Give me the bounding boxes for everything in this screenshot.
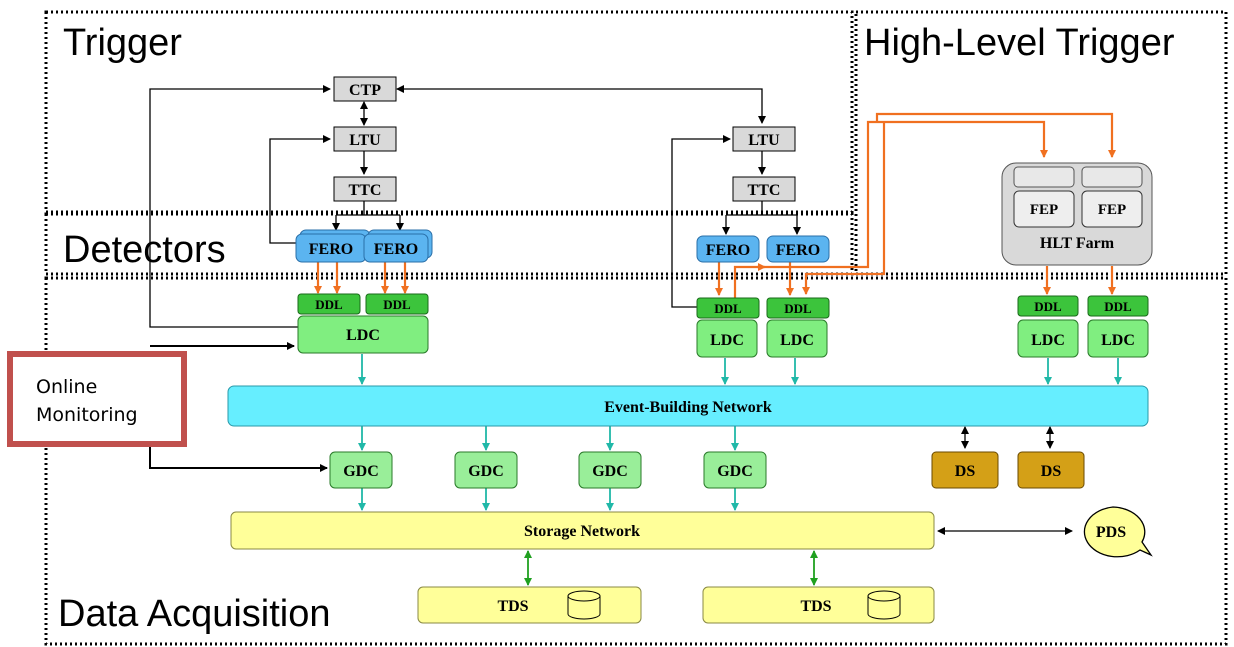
ldc-wide: LDC [297,315,429,354]
ddl-4: DDL [766,297,830,319]
trigger-title: Trigger [63,22,182,64]
hlt-farm-label: HLT Farm [1040,235,1115,252]
fep-box-2: FEP [1081,190,1143,228]
svg-text:DDL: DDL [714,301,742,316]
fero-left-1: FERO [295,229,371,263]
ds-boxes: DS DS [931,451,1085,489]
svg-text:CTP: CTP [349,82,381,99]
svg-text:LDC: LDC [346,327,380,344]
svg-text:GDC: GDC [717,463,753,480]
ddl-3: DDL [696,297,760,319]
pds-node: PDS [1083,506,1153,558]
svg-text:DDL: DDL [383,297,411,312]
svg-text:GDC: GDC [343,463,379,480]
ctp-box: CTP [333,76,397,102]
disk-icon [867,590,901,620]
svg-text:FERO: FERO [374,241,418,258]
ltu-box-right: LTU [732,126,796,152]
svg-text:FEP: FEP [1030,202,1058,218]
detectors-region [44,212,854,276]
ldc-3: LDC [766,319,828,358]
svg-text:FERO: FERO [776,242,820,259]
svg-text:DS: DS [955,463,976,480]
svg-text:LDC: LDC [1101,332,1135,349]
gdc-1: GDC [329,451,393,489]
svg-text:TDS: TDS [800,598,831,615]
ldc-boxes: LDC LDC LDC LDC LDC [297,315,1149,358]
svg-text:DS: DS [1041,463,1062,480]
gdc-4: GDC [703,451,767,489]
svg-text:Event-Building Network: Event-Building Network [604,399,772,416]
svg-text:FERO: FERO [706,242,750,259]
svg-text:LDC: LDC [780,332,814,349]
svg-text:Storage Network: Storage Network [524,523,640,540]
ddl-1: DDL [297,293,361,315]
svg-text:TDS: TDS [497,598,528,615]
hlt-region [854,10,1228,276]
monitoring-line-1: Online [36,376,97,398]
detectors-title: Detectors [63,229,226,271]
svg-text:FERO: FERO [309,241,353,258]
svg-text:DDL: DDL [784,301,812,316]
ds-1: DS [931,451,999,489]
monitoring-line-2: Monitoring [36,404,138,426]
ldc-4: LDC [1017,319,1079,358]
svg-text:GDC: GDC [468,463,504,480]
svg-text:LDC: LDC [1031,332,1065,349]
fep-box-1: FEP [1013,190,1075,228]
region-borders [44,10,1228,646]
svg-text:LTU: LTU [349,132,381,149]
trigger-region [44,10,854,214]
gdc-3: GDC [578,451,642,489]
ddl-boxes: DDL DDL DDL DDL DDL DDL [297,293,1149,319]
disk-icon [567,590,601,620]
storage-links [524,550,818,586]
event-building-network: Event-Building Network [227,385,1149,427]
fero-left-2: FERO [363,229,433,263]
data-links [314,112,1116,298]
svg-text:FEP: FEP [1098,202,1126,218]
svg-text:TTC: TTC [748,182,781,199]
ds-2: DS [1017,451,1085,489]
ldc-2: LDC [696,319,758,358]
ltu-box-left: LTU [333,126,397,152]
hlt-title: High-Level Trigger [864,22,1175,64]
fero-right-1: FERO [696,235,760,263]
network-links [358,354,1122,511]
svg-text:DDL: DDL [1034,299,1062,314]
svg-text:GDC: GDC [592,463,628,480]
svg-text:PDS: PDS [1096,524,1126,541]
ttc-box-right: TTC [732,176,796,202]
fero-right-2: FERO [766,235,830,263]
gdc-2: GDC [454,451,518,489]
ddl-5: DDL [1017,295,1079,317]
ddl-6: DDL [1087,295,1149,317]
ldc-5: LDC [1087,319,1149,358]
tds-2: TDS [702,586,935,624]
data-acquisition-title: Data Acquisition [58,593,331,635]
ttc-box-left: TTC [333,176,397,202]
svg-text:DDL: DDL [1104,299,1132,314]
ddl-2: DDL [365,293,429,315]
gdc-boxes: GDC GDC GDC GDC [329,451,767,489]
daq-region [44,276,1228,646]
svg-text:LTU: LTU [748,132,780,149]
online-monitoring-callout: Online Monitoring [7,351,187,447]
tds-1: TDS [417,586,642,624]
hlt-farm: FEP FEP HLT Farm [1001,162,1153,266]
svg-text:LDC: LDC [710,332,744,349]
control-lines [149,85,1073,535]
storage-network: Storage Network [230,511,935,550]
svg-text:TTC: TTC [349,182,382,199]
svg-text:DDL: DDL [315,297,343,312]
